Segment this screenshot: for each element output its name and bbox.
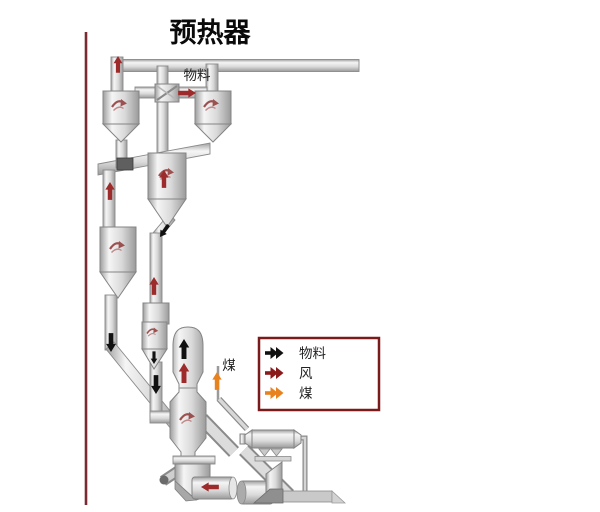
blower-pipe xyxy=(297,436,307,492)
coal-feed-duct xyxy=(217,397,249,431)
base-slab xyxy=(252,488,347,504)
downcomer-middle xyxy=(156,65,169,159)
rotary-feeder xyxy=(154,83,180,103)
legend-item-air: 风 xyxy=(265,366,313,381)
legend-item-material: 物料 xyxy=(265,346,326,361)
cyclone-stage2 xyxy=(147,152,187,228)
blower-funnel xyxy=(258,448,271,457)
coal-flow-arrow xyxy=(212,372,222,390)
blower-stand xyxy=(254,456,292,462)
stage4-riser xyxy=(149,232,163,309)
duct-end-cap xyxy=(159,475,169,485)
cyclone-stage4 xyxy=(141,302,170,370)
legend: 物料 风 煤 xyxy=(257,336,381,412)
venturi-flange xyxy=(172,455,216,465)
legend-item-coal: 煤 xyxy=(265,386,313,401)
blower-funnel xyxy=(270,448,283,457)
cyclone-stage3 xyxy=(99,226,137,299)
left-downcomer xyxy=(102,169,116,233)
legend-material-label: 物料 xyxy=(299,346,326,361)
coal-label: 煤 xyxy=(222,358,236,373)
cyclone-stage1-left xyxy=(101,90,141,143)
page-title: 预热器 xyxy=(170,18,252,48)
cyclone-stage1-right xyxy=(193,90,233,143)
blower-unit xyxy=(239,429,302,462)
valve xyxy=(116,157,134,171)
material-feed-label: 物料 xyxy=(184,68,211,83)
legend-air-label: 风 xyxy=(299,366,313,381)
exhaust-duct xyxy=(117,59,360,72)
calciner xyxy=(169,326,207,459)
legend-coal-label: 煤 xyxy=(299,386,313,401)
